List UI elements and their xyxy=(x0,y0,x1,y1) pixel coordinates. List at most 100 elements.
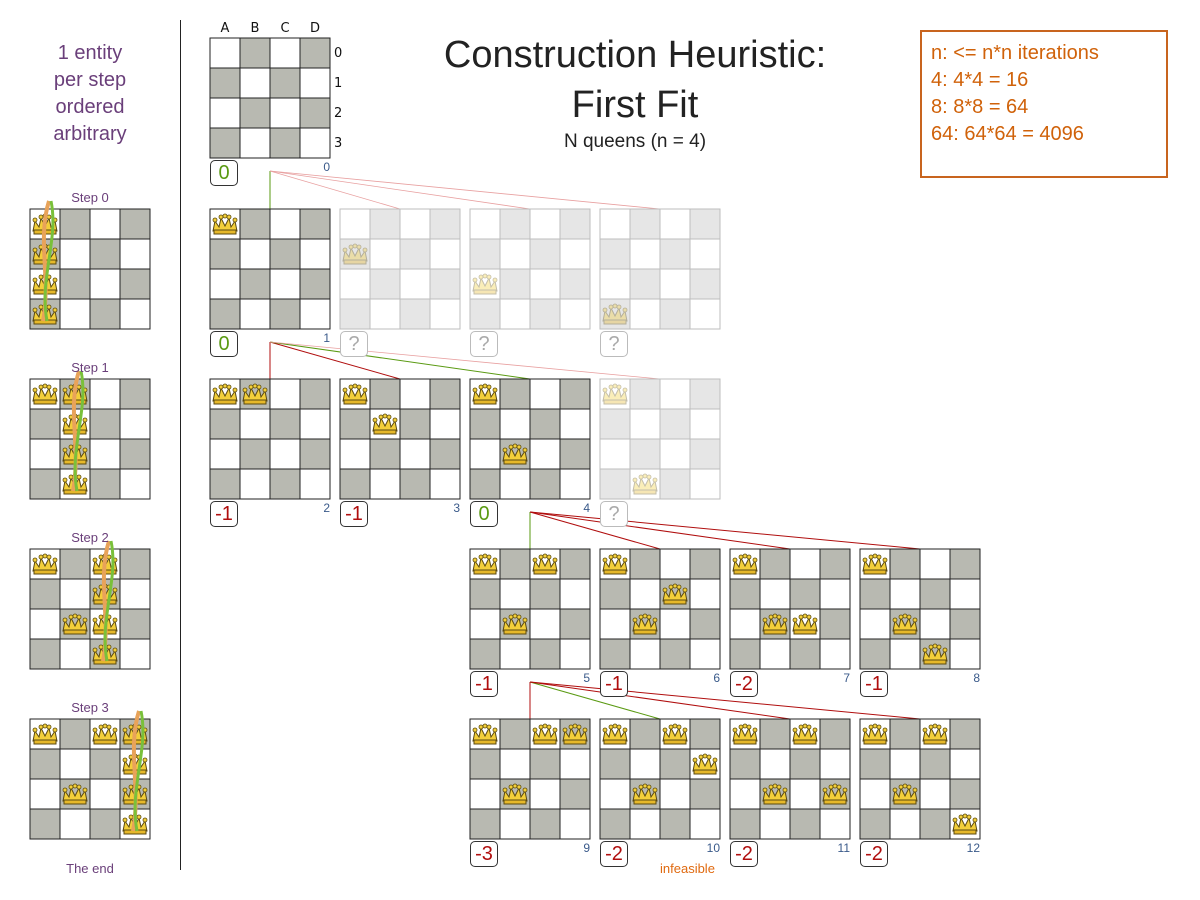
board-square xyxy=(689,578,721,610)
tree-board xyxy=(859,718,981,840)
board-square xyxy=(629,238,661,270)
board-square xyxy=(269,67,301,99)
queen-icon xyxy=(602,303,628,325)
board-square xyxy=(89,408,121,440)
tree-edge xyxy=(529,681,921,720)
board-square xyxy=(789,748,821,780)
board-square xyxy=(529,408,561,440)
board-square xyxy=(339,208,371,240)
board-square xyxy=(629,638,661,670)
board-square xyxy=(599,468,631,500)
board-square xyxy=(499,578,531,610)
board-square xyxy=(599,408,631,440)
board-square xyxy=(599,578,631,610)
board-square xyxy=(819,548,851,580)
board-square xyxy=(689,808,721,840)
board-square xyxy=(499,468,531,500)
board-square xyxy=(369,298,401,330)
queen-icon xyxy=(242,383,268,405)
board-square xyxy=(89,748,121,780)
note-line: 64: 64*64 = 4096 xyxy=(931,123,1084,145)
tree-edge xyxy=(529,511,921,550)
board-square xyxy=(659,408,691,440)
board-square xyxy=(729,578,761,610)
board-square xyxy=(89,208,121,240)
board-square xyxy=(59,208,91,240)
board-square xyxy=(299,468,331,500)
board-square xyxy=(339,268,371,300)
board-square xyxy=(239,238,271,270)
queen-icon xyxy=(32,383,58,405)
board-square xyxy=(239,268,271,300)
board-square xyxy=(239,438,271,470)
board-square xyxy=(269,37,301,69)
tree-board xyxy=(599,378,721,500)
board-square xyxy=(469,638,501,670)
node-index: 4 xyxy=(583,501,590,515)
board-square xyxy=(819,748,851,780)
board-square xyxy=(559,408,591,440)
step-label: Step 2 xyxy=(71,530,109,545)
board-square xyxy=(399,208,431,240)
title-line-2: First Fit xyxy=(571,84,699,126)
queen-icon xyxy=(472,553,498,575)
score-box: 0 xyxy=(210,331,238,357)
board-square xyxy=(949,578,981,610)
step-board xyxy=(29,378,151,500)
row-label: 3 xyxy=(334,136,343,151)
board-square xyxy=(469,408,501,440)
tree-edge xyxy=(529,681,791,720)
board-square xyxy=(529,808,561,840)
board-square xyxy=(889,748,921,780)
board-square xyxy=(599,748,631,780)
board-square xyxy=(499,808,531,840)
queen-icon xyxy=(532,723,558,745)
board-square xyxy=(119,378,151,410)
board-square xyxy=(269,408,301,440)
queen-icon xyxy=(732,553,758,575)
score-box: ? xyxy=(600,331,628,357)
tree-board xyxy=(729,718,851,840)
board-square xyxy=(369,438,401,470)
board-square xyxy=(119,408,151,440)
board-square xyxy=(269,298,301,330)
board-square xyxy=(89,378,121,410)
score-box: -2 xyxy=(860,841,888,867)
board-square xyxy=(689,238,721,270)
divider-line xyxy=(180,20,181,870)
board-square xyxy=(209,408,241,440)
board-square xyxy=(529,208,561,240)
board-square xyxy=(859,578,891,610)
end-label: The end xyxy=(66,861,114,876)
tree-board xyxy=(339,378,461,500)
board-square xyxy=(299,378,331,410)
queen-icon xyxy=(502,443,528,465)
note-line: 4: 4*4 = 16 xyxy=(931,69,1029,91)
board-square xyxy=(559,778,591,810)
queen-icon xyxy=(502,783,528,805)
queen-icon xyxy=(922,723,948,745)
board-square xyxy=(949,608,981,640)
board-square xyxy=(919,548,951,580)
queen-icon xyxy=(792,613,818,635)
title-line-1: Construction Heuristic: xyxy=(443,34,827,76)
board-square xyxy=(759,718,791,750)
queen-icon xyxy=(472,723,498,745)
board-square xyxy=(529,438,561,470)
board-square xyxy=(89,468,121,500)
board-square xyxy=(339,298,371,330)
score-box: 0 xyxy=(210,160,238,186)
board-square xyxy=(689,718,721,750)
iterations-note: n: <= n*n iterations 4: 4*4 = 16 8: 8*8 … xyxy=(920,30,1168,178)
queen-icon xyxy=(632,783,658,805)
board-square xyxy=(29,778,61,810)
board-square xyxy=(949,638,981,670)
board-square xyxy=(209,238,241,270)
tree-board xyxy=(599,718,721,840)
board-square xyxy=(29,468,61,500)
board-square xyxy=(429,208,461,240)
queen-icon xyxy=(472,383,498,405)
board-square xyxy=(819,578,851,610)
board-square xyxy=(599,778,631,810)
queen-icon xyxy=(862,723,888,745)
